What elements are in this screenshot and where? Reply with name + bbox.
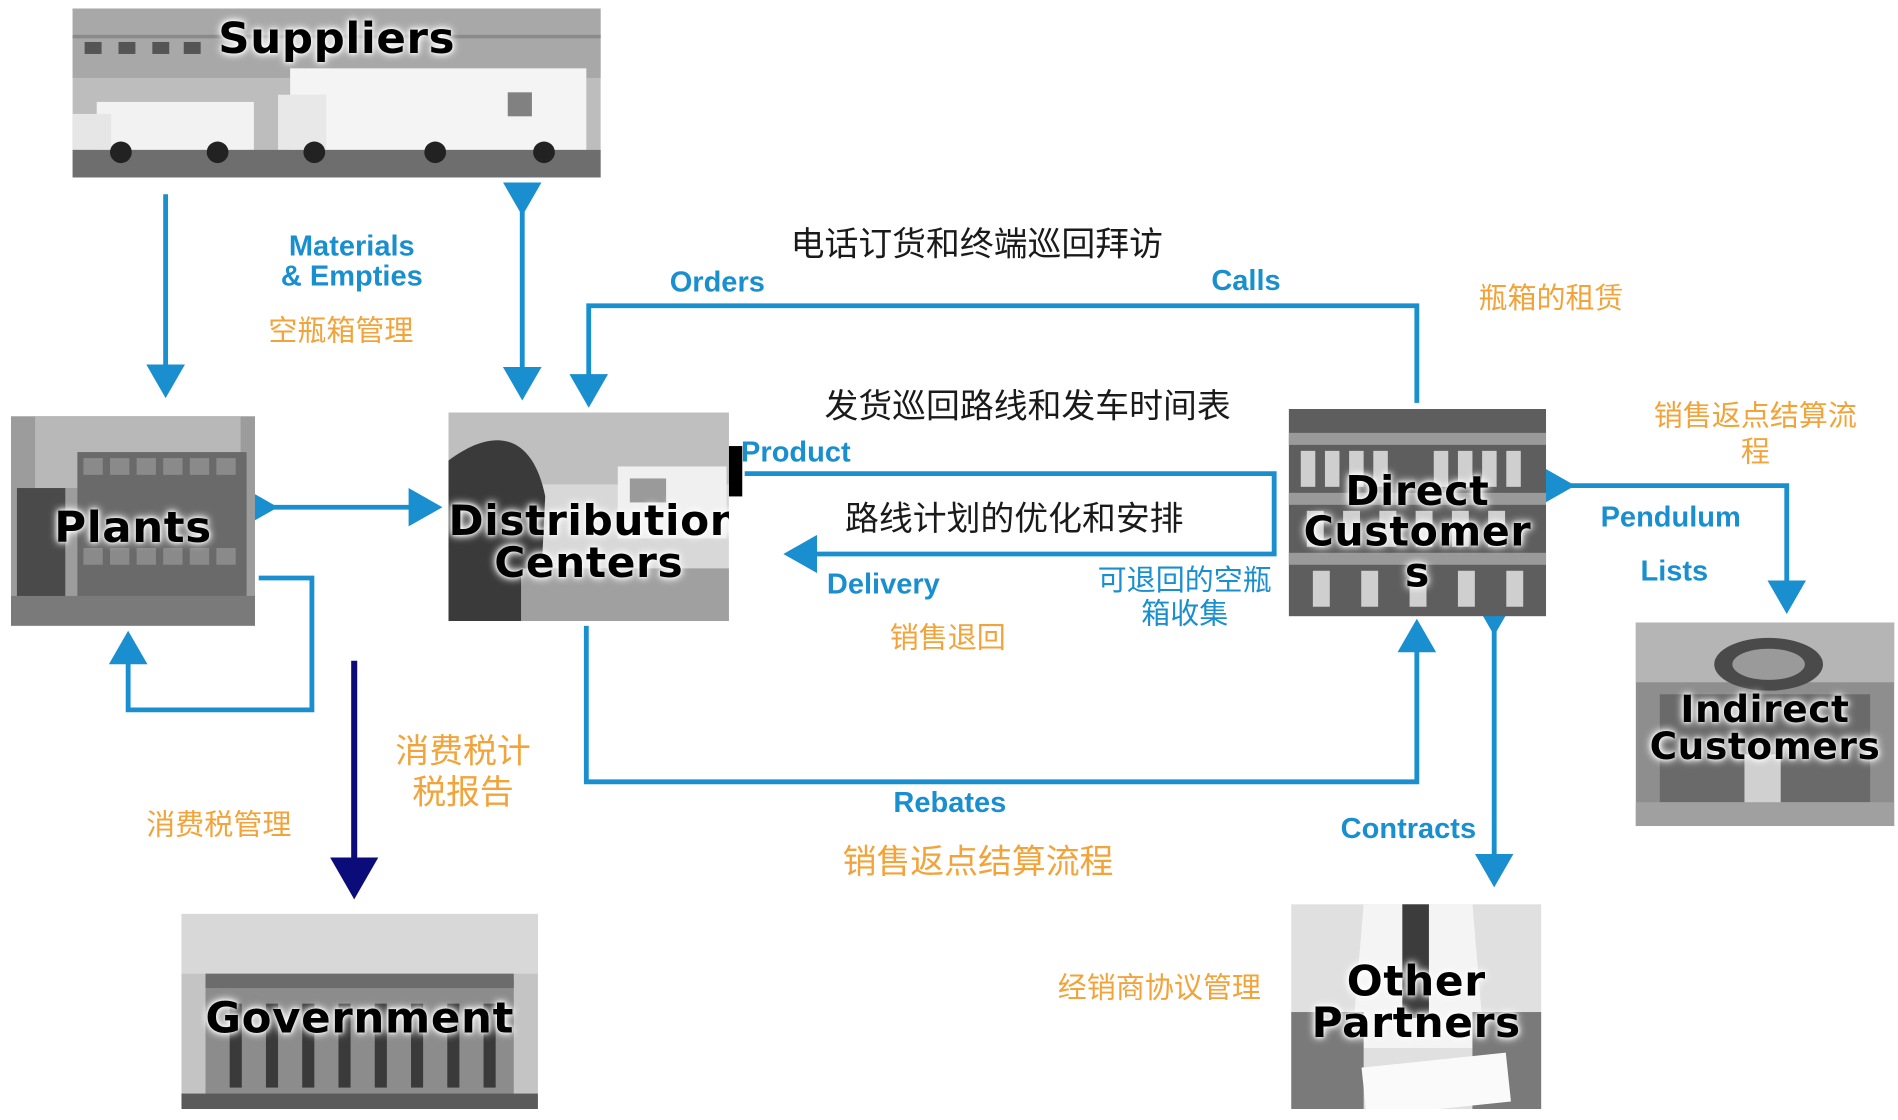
direct-customers-node: Direct Customer s: [1288, 408, 1547, 617]
rebate-flow-right-label: 销售返点结算流 程: [1653, 399, 1857, 469]
distribution-centers-label: Distribution Centers: [448, 497, 729, 588]
indirect-customers-node: Indirect Customers: [1635, 622, 1895, 827]
lists-label: Lists: [1640, 555, 1709, 588]
indirect-customers-label: Indirect Customers: [1649, 688, 1881, 769]
rebates-arrow: [583, 618, 1437, 785]
store-shelves-photo: [1288, 408, 1547, 617]
excise-mgmt-label: 消费税管理: [146, 808, 292, 842]
calls-label: Calls: [1211, 265, 1281, 298]
pendulum-label: Pendulum: [1600, 501, 1741, 534]
delivery-route-label: 发货巡回路线和发车时间表: [824, 386, 1231, 426]
government-label: Government: [205, 994, 514, 1044]
dealer-agreement-label: 经销商协议管理: [1057, 971, 1261, 1005]
plants-node: Plants: [10, 416, 256, 626]
product-marker: [728, 446, 743, 497]
partners-photo: [1291, 904, 1542, 1110]
excise-report-label: 消费税计 税报告: [395, 731, 531, 812]
plants-loop-arrow: [108, 575, 315, 713]
rebate-flow-bottom-label: 销售返点结算流程: [842, 841, 1114, 882]
delivery-label: Delivery: [826, 568, 940, 601]
orders-calls-arrow: [569, 303, 1420, 408]
crate-lease-label: 瓶箱的租赁: [1478, 281, 1624, 316]
dc-photo: [448, 412, 729, 622]
rebates-label: Rebates: [893, 786, 1007, 819]
suppliers-label: Suppliers: [218, 14, 456, 64]
delivery-arrow: [744, 471, 1277, 574]
phone-orders-label: 电话订货和终端巡回拜访: [790, 224, 1163, 264]
empties-mgmt-label: 空瓶箱管理: [268, 314, 414, 348]
crates-photo: [10, 416, 256, 626]
pendulum-arrow: [1541, 466, 1807, 614]
other-partners-label: Other Partners: [1311, 958, 1521, 1049]
product-label: Product: [741, 436, 851, 469]
government-building-photo: [181, 913, 538, 1110]
returnable-collect-label: 可退回的空瓶 箱收集: [1097, 563, 1272, 631]
contracts-label: Contracts: [1340, 812, 1477, 846]
other-partners-node: Other Partners: [1291, 904, 1542, 1110]
direct-customers-label: Direct Customer s: [1303, 467, 1532, 598]
sales-return-label: 销售退回: [889, 621, 1006, 655]
orders-label: Orders: [669, 266, 765, 299]
distribution-centers-node: Distribution Centers: [448, 412, 729, 622]
materials-empties-label: Materials & Empties: [280, 230, 423, 293]
plants-label: Plants: [54, 503, 212, 553]
storefront-photo: [1635, 622, 1895, 827]
route-plan-label: 路线计划的优化和安排: [845, 498, 1184, 539]
suppliers-node: Suppliers: [72, 8, 601, 178]
government-node: Government: [181, 913, 538, 1110]
trucks-photo: [72, 8, 601, 178]
